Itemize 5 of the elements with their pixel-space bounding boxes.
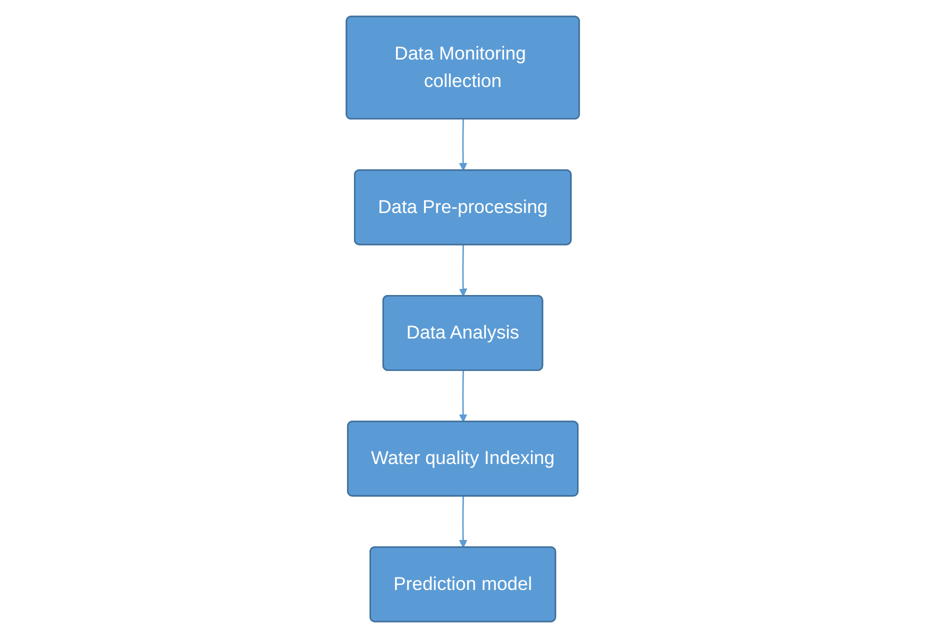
arrow: [458, 496, 467, 548]
arrow: [458, 370, 467, 422]
flowchart-diagram: Data Monitoring collection Data Pre-processing Data Analysis Water quality Indexing Prediction model: [338, 8, 586, 628]
arrow: [458, 118, 467, 170]
arrow: [458, 244, 467, 296]
